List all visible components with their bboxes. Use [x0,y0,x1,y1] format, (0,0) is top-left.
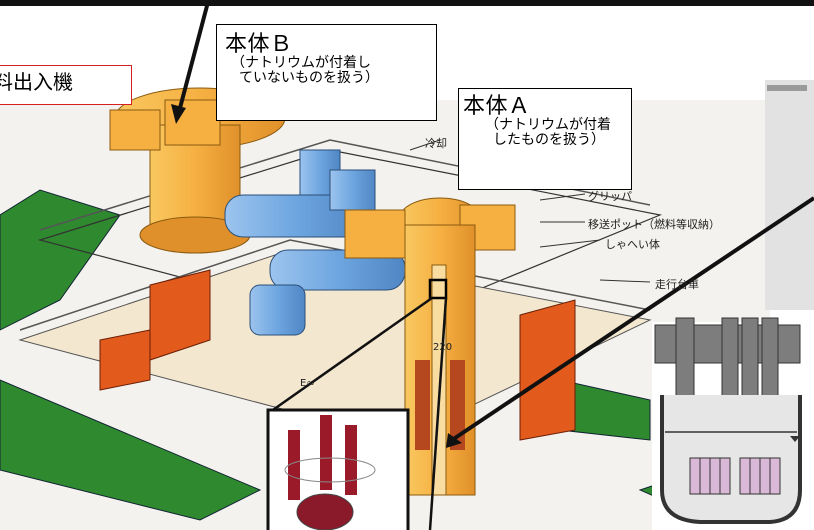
gray-photo-panel [765,80,814,310]
arrow-to-vessel [450,196,814,442]
fuel-handler-label: 料出入機 [0,70,73,94]
leader-gripper [539,193,586,201]
leader-coolant [409,139,441,151]
label-vertical-mark: E∞ [300,378,315,389]
gripper-rod-3 [345,425,357,495]
vessel-level-mark [790,436,800,442]
body-a-callout: 本体Ａ （ナトリウムが付着 したものを扱う） [458,88,632,190]
label-shield: しゃへい体 [605,238,660,251]
leader-carriage [599,279,651,283]
gripper-head [296,493,354,530]
label-dimension: 220 [433,342,453,353]
zoom-line-left [269,296,433,414]
body-a-note-1: （ナトリウムが付着 [485,117,611,134]
body-b-note-1: （ナトリウムが付着し [231,55,371,72]
zoom-line-right [428,297,448,530]
fuel-handler-callout: 料出入機 [0,65,132,105]
body-b-title: 本体Ｂ [225,32,293,57]
body-a-shield-right [450,360,465,450]
body-b-callout: 本体Ｂ （ナトリウムが付着し ていないものを扱う） [216,24,437,121]
zoom-source-box [428,278,448,300]
gripper-rod-1 [288,430,300,500]
red-panel-left-2 [99,329,151,391]
blue-duct-2 [329,169,376,211]
top-border [0,0,814,6]
label-coolant: 冷却 [425,137,447,150]
arrow-head-vessel [446,433,462,448]
label-transfer-pot: 移送ポット（燃料等収納） [588,218,720,231]
gripper-ring [284,457,376,483]
label-carriage: 走行台車 [655,278,699,291]
red-panel-right [519,299,576,441]
leader-shield [539,239,601,248]
label-gripper: グリッパ [588,190,632,203]
arrow-to-body-b [178,1,210,109]
body-a-drive [344,209,406,259]
railing-mid [19,239,651,331]
body-a-shield-left [415,360,430,450]
body-a-title: 本体Ａ [463,94,531,119]
gripper-rod-2 [320,415,332,490]
body-b-drive-1 [109,109,161,151]
gray-photo-strip [767,85,807,91]
body-b-note-2: ていないものを扱う） [239,69,379,86]
body-a-note-2: したものを扱う） [493,131,605,148]
green-rail-front [0,379,262,521]
arrow-head-body-b [171,104,186,124]
blue-blower [249,284,306,336]
